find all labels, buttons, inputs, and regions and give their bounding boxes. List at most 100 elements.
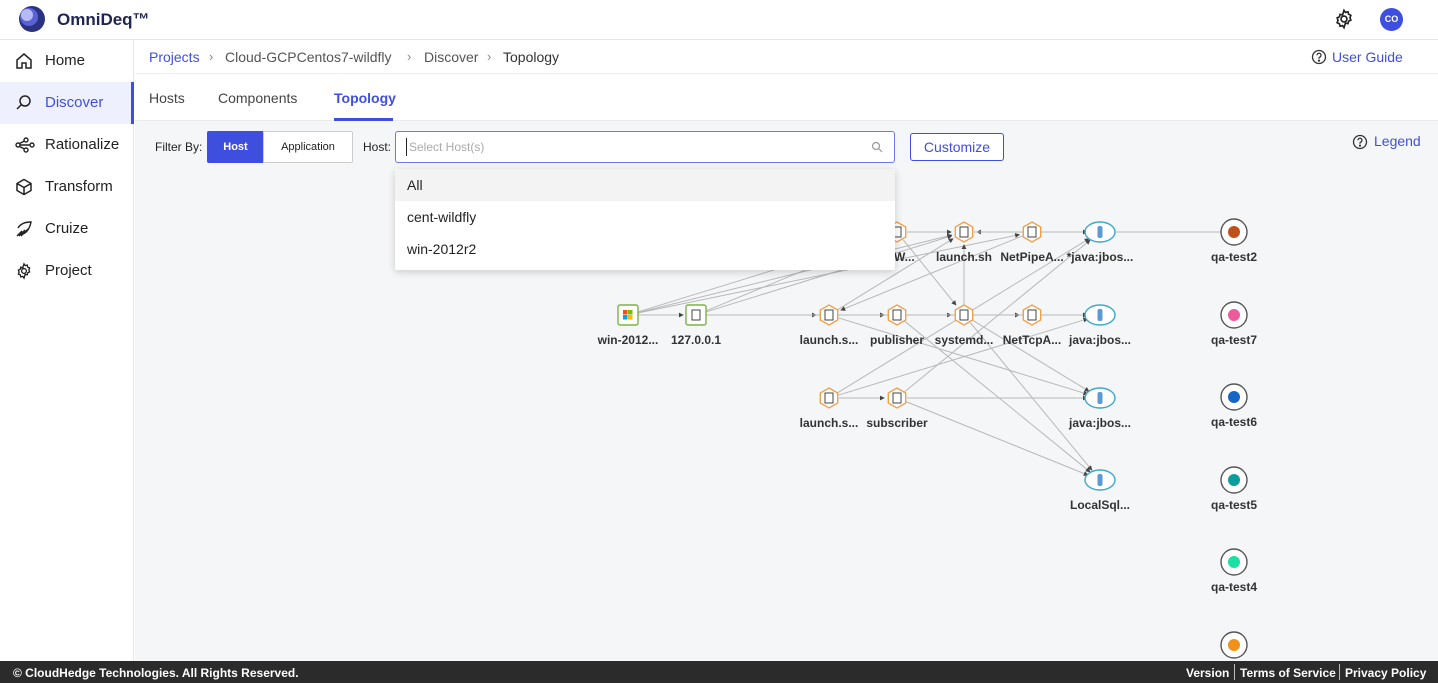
topology-node[interactable]: [954, 304, 974, 326]
tab-bar: Hosts Components Topology: [135, 74, 1438, 121]
chevron-right-icon: ›: [487, 49, 492, 64]
settings-gear-icon[interactable]: [1333, 8, 1355, 30]
node-label: NetTcpA...: [1002, 333, 1062, 347]
topology-node[interactable]: [819, 387, 839, 409]
host-search-input[interactable]: [406, 138, 856, 156]
sidebar-item-discover[interactable]: Discover: [0, 82, 134, 124]
qa-host-node[interactable]: [1220, 548, 1248, 576]
breadcrumb: Projects › Cloud-GCPCentos7-wildfly › Di…: [135, 40, 1438, 74]
qa-host-label: qa-test4: [1210, 580, 1257, 594]
privacy-link[interactable]: Privacy Policy: [1345, 666, 1427, 680]
qa-host-node[interactable]: [1220, 301, 1248, 329]
graph-edge: [904, 239, 1091, 393]
help-circle-icon[interactable]: [1311, 49, 1327, 65]
breadcrumb-discover[interactable]: Discover: [424, 49, 479, 65]
sidebar-item-cruize[interactable]: Cruize: [0, 208, 134, 250]
qa-host-node[interactable]: [1220, 383, 1248, 411]
brand-name: OmniDeq™: [57, 10, 150, 29]
topology-node[interactable]: [617, 304, 639, 326]
customize-button[interactable]: Customize: [910, 133, 1004, 161]
user-guide-link[interactable]: User Guide: [1332, 49, 1403, 65]
chevron-right-icon: ›: [209, 49, 214, 64]
topology-node[interactable]: [685, 304, 707, 326]
dropdown-option[interactable]: win-2012r2: [407, 241, 477, 257]
host-dropdown: All cent-wildfly win-2012r2: [395, 169, 895, 270]
discover-icon: [16, 95, 31, 110]
rationalize-icon: [15, 137, 35, 153]
topology-node[interactable]: [1084, 469, 1116, 491]
sidebar-item-project[interactable]: Project: [0, 250, 134, 292]
footer-divider: [1339, 664, 1340, 680]
topology-node[interactable]: [1084, 221, 1116, 243]
topology-node[interactable]: [954, 221, 974, 243]
node-label: launch.s...: [799, 416, 859, 430]
host-select[interactable]: [395, 131, 895, 163]
topology-node[interactable]: [1022, 221, 1042, 243]
graph-edge: [902, 239, 957, 306]
chevron-right-icon: ›: [407, 49, 412, 64]
breadcrumb-projects[interactable]: Projects: [149, 49, 200, 65]
dropdown-option[interactable]: cent-wildfly: [407, 209, 477, 225]
legend-link[interactable]: Legend: [1374, 133, 1421, 149]
node-label: *java:jbos...: [1066, 250, 1134, 264]
sidebar-item-label: Project: [45, 262, 92, 279]
tab-hosts[interactable]: Hosts: [149, 90, 185, 106]
user-avatar[interactable]: CO: [1380, 8, 1403, 31]
topology-node[interactable]: [1084, 387, 1116, 409]
help-circle-icon[interactable]: [1352, 134, 1368, 150]
sidebar-item-label: Transform: [45, 178, 113, 195]
sidebar-item-label: Discover: [45, 94, 104, 111]
sidebar-item-label: Rationalize: [45, 136, 120, 153]
cruize-icon: [16, 221, 32, 237]
filter-application-button[interactable]: Application: [263, 131, 353, 163]
graph-edge: [906, 401, 1089, 476]
project-gear-icon: [17, 262, 31, 280]
node-label: subscriber: [866, 416, 928, 430]
home-icon: [16, 53, 32, 69]
qa-host-node[interactable]: [1220, 466, 1248, 494]
node-label: launch.sh: [935, 250, 992, 264]
sidebar-item-label: Home: [45, 52, 86, 69]
graph-edge: [840, 235, 1023, 311]
breadcrumb-topology: Topology: [503, 49, 560, 65]
search-icon: [871, 141, 883, 153]
sidebar-item-rationalize[interactable]: Rationalize: [0, 124, 134, 166]
sidebar: Home Discover Rationalize Transform Crui…: [0, 40, 134, 661]
sidebar-item-home[interactable]: Home: [0, 40, 134, 82]
active-tab-indicator: [334, 118, 393, 121]
sidebar-item-transform[interactable]: Transform: [0, 166, 134, 208]
omnideq-logo[interactable]: [18, 5, 46, 33]
breadcrumb-project-name[interactable]: Cloud-GCPCentos7-wildfly: [225, 49, 392, 65]
topology-node[interactable]: [1022, 304, 1042, 326]
node-label: 127.0.0.1: [670, 333, 722, 347]
version-link[interactable]: Version: [1186, 666, 1230, 680]
footer-divider: [1234, 664, 1235, 680]
node-label: LocalSql...: [1069, 498, 1130, 512]
tab-topology[interactable]: Topology: [334, 90, 396, 106]
filter-host-button[interactable]: Host: [207, 131, 264, 163]
topology-node[interactable]: [819, 304, 839, 326]
graph-edge: [972, 319, 1090, 392]
node-label: NetPipeA...: [1000, 250, 1064, 264]
app-header: OmniDeq™ CO: [0, 0, 1438, 40]
qa-host-label: qa-test2: [1210, 250, 1257, 264]
node-label: publisher: [869, 333, 924, 347]
filter-by-label: Filter By:: [155, 140, 203, 154]
dropdown-option[interactable]: All: [395, 169, 895, 201]
terms-link[interactable]: Terms of Service: [1240, 666, 1336, 680]
topology-node[interactable]: [1084, 304, 1116, 326]
topology-node[interactable]: [887, 387, 907, 409]
topology-node[interactable]: [887, 304, 907, 326]
copyright-text: © CloudHedge Technologies. All Rights Re…: [13, 666, 299, 680]
transform-icon: [16, 178, 32, 196]
qa-host-node[interactable]: [1220, 218, 1248, 246]
node-label: launch.s...: [799, 333, 859, 347]
graph-edge: [837, 238, 954, 311]
qa-host-node[interactable]: [1220, 631, 1248, 659]
graph-edge: [904, 320, 1091, 473]
node-label: java:jbos...: [1068, 416, 1132, 430]
qa-host-label: qa-test5: [1210, 498, 1257, 512]
tab-components[interactable]: Components: [218, 90, 298, 106]
host-label: Host:: [363, 140, 392, 154]
